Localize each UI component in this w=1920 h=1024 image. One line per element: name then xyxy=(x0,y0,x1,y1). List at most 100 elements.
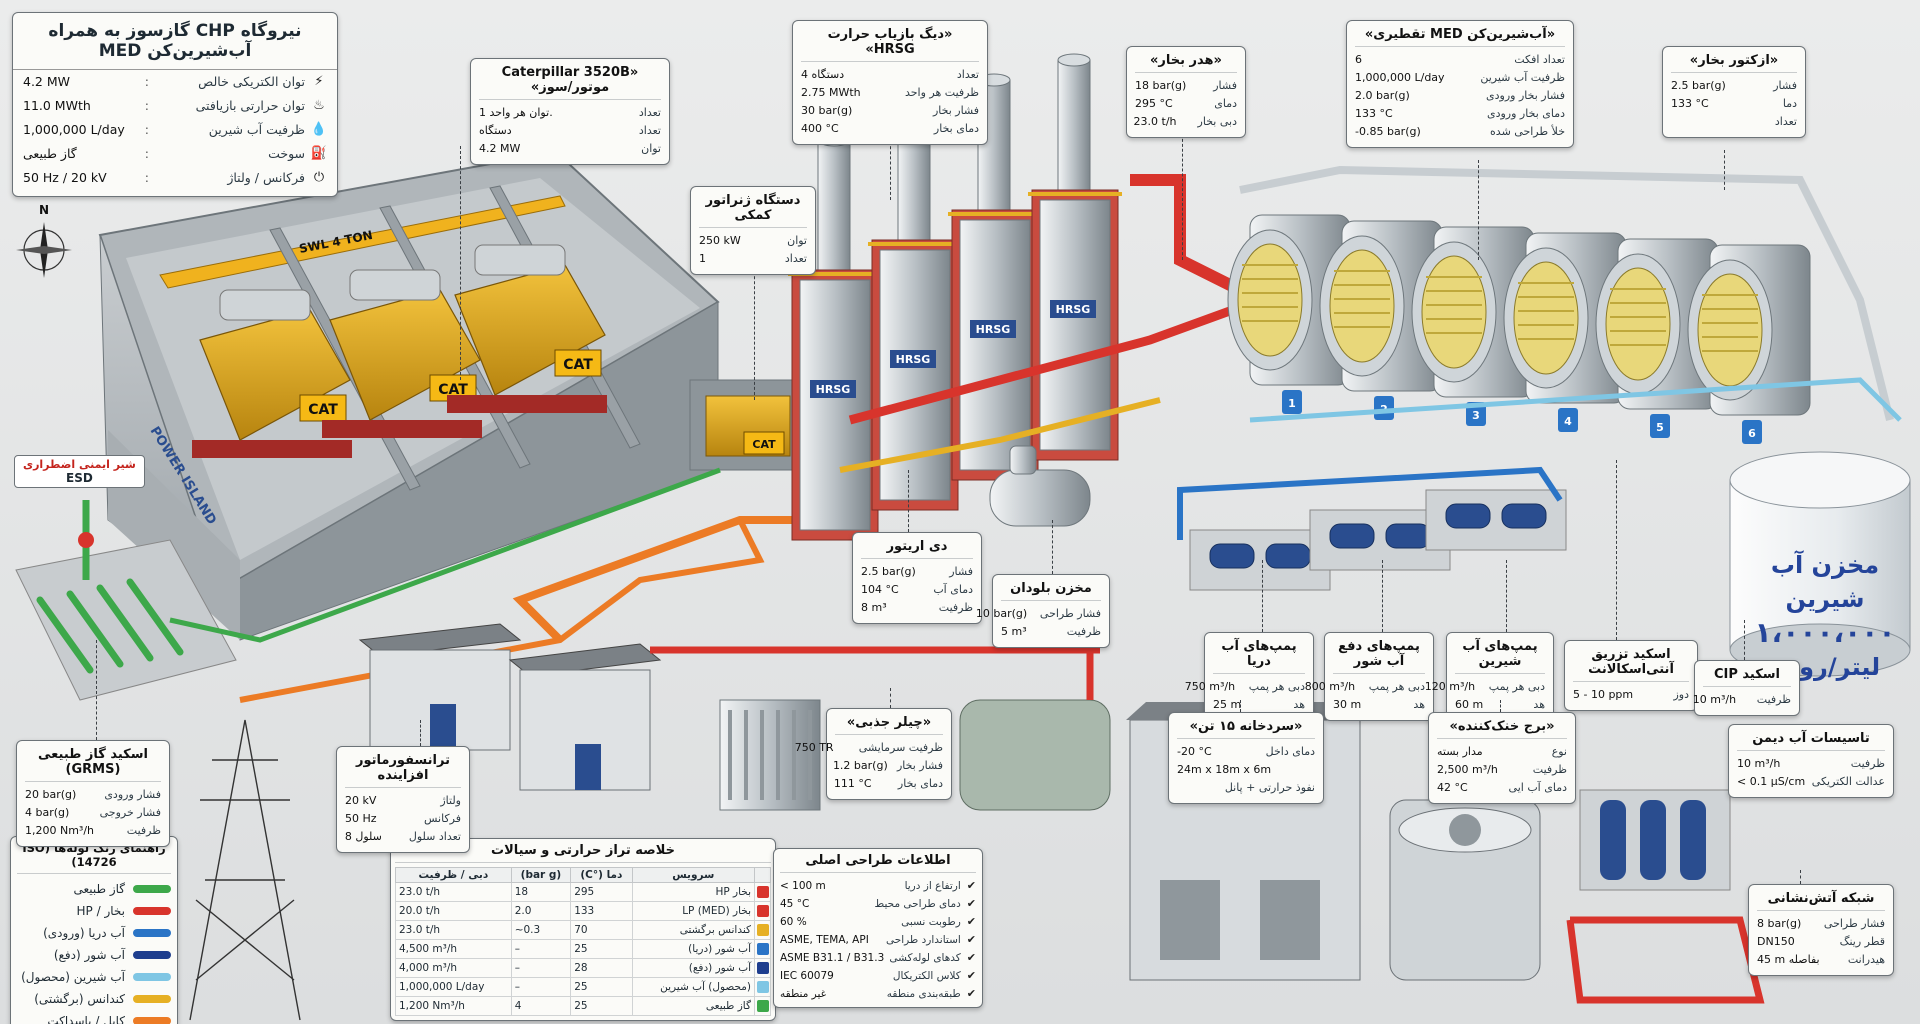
balance-swatch xyxy=(756,981,769,993)
tank-line-1: مخزن آب شیرین xyxy=(1770,551,1880,613)
spec-value: توان هر واحد 1. xyxy=(479,106,553,119)
balance-swatch-cell xyxy=(754,882,771,902)
balance-service: بخار HP xyxy=(631,882,756,902)
balance-row: آب شور (دفع)28–4,000 m³/h xyxy=(395,958,771,978)
design-title: اطلاعات طراحی اصلی xyxy=(780,853,976,873)
cat-badge: CAT xyxy=(563,357,593,373)
spec-label: فشار طراحی xyxy=(1823,917,1885,930)
leader-line xyxy=(908,470,909,532)
spec-label: ظرفیت xyxy=(126,824,161,837)
spec-row: فشار طراحی 8 bar(g) xyxy=(1757,915,1885,933)
spec-label: فشار xyxy=(1773,79,1797,92)
spec-row: دمای داخل-20 °C xyxy=(1177,743,1315,761)
spec-value: 8 bar(g) xyxy=(1757,917,1802,930)
balance-pressure: 2.0 xyxy=(510,901,572,921)
legend-item: کابل / باسداکت xyxy=(17,1010,171,1024)
spec-row: 24m x 18m x 6m xyxy=(1177,761,1315,779)
spec-value: 750 m³/h xyxy=(1184,680,1236,693)
summary-value: 1,000,000 L/day xyxy=(23,122,125,137)
colon: : xyxy=(144,170,149,185)
spec-value: 20 bar(g) xyxy=(25,788,77,801)
compass-icon: N xyxy=(16,203,72,278)
design-value: IEC 60079 xyxy=(780,970,834,982)
summary-label: ظرفیت آب شیرین xyxy=(208,122,305,137)
spec-label: فشار بخار ورودی xyxy=(1486,89,1565,102)
spec-value: 4 دستگاه xyxy=(801,68,845,81)
gas-engine: CAT xyxy=(322,269,482,438)
spec-value: 4 bar(g) xyxy=(25,806,70,819)
summary-rows: ⚡توان الکتریکی خالص:4.2 MW♨توان حرارتی ب… xyxy=(13,70,337,190)
balance-swatch xyxy=(756,886,769,898)
lightning-icon: ⚡ xyxy=(314,74,324,89)
balance-flow: 1,000,000 L/day xyxy=(395,977,512,997)
spec-label: ولتاژ xyxy=(440,794,461,807)
spec-value: 50 Hz xyxy=(345,812,377,825)
summary-label: فرکانس / ولتاژ xyxy=(227,170,305,185)
leader-line xyxy=(1182,134,1183,260)
pipe-color-legend: راهنمای رنگ لوله‌ها (ISO 14726) گاز طبیع… xyxy=(10,836,178,1024)
spec-value: 2.5 bar(g) xyxy=(861,565,916,578)
cooling-tower-title: «برج خنک‌کننده» xyxy=(1437,719,1567,739)
spec-value: 42 °C xyxy=(1437,781,1468,794)
steam-header-title: «هدر بخار» xyxy=(1135,53,1237,73)
sw-pumps-title: پمپ‌های آب دریا xyxy=(1213,639,1305,674)
spec-row: عدالت الکتریکی< 0.1 µS/cm xyxy=(1737,773,1885,791)
heat-balance-card: خلاصه تراز حرارتی و سیالات سرویس دما (°C… xyxy=(390,838,776,1021)
balance-swatch-cell xyxy=(754,996,771,1016)
balance-pressure: – xyxy=(510,977,572,997)
balance-flow: 4,000 m³/h xyxy=(395,958,512,978)
thermocomp-title: «ازکتور بخار» xyxy=(1671,53,1797,73)
balance-swatch xyxy=(756,943,769,955)
leader-line xyxy=(1262,560,1263,632)
legend-swatch xyxy=(133,885,171,893)
spec-row: ظرفیت 1,200 Nm³/h xyxy=(25,822,161,840)
spec-value: 750 TR xyxy=(794,741,834,754)
spec-value: 4.2 MW xyxy=(479,142,521,155)
fuel-icon: ⛽ xyxy=(310,146,327,161)
esd-code: ESD xyxy=(66,471,93,485)
legend-item: آب دریا (ورودی) xyxy=(17,922,171,944)
esd-title: شیر ایمنی اضطراری xyxy=(23,458,136,471)
spec-value: 30 bar(g) xyxy=(801,104,853,117)
spec-label: دمای داخل xyxy=(1265,745,1315,758)
compass-north: N xyxy=(39,203,49,217)
transformer-title: ترانسفورماتور افزاینده xyxy=(345,753,461,788)
summary-label: سوخت xyxy=(268,146,305,161)
design-value: ASME, TEMA, API xyxy=(780,934,869,946)
spec-value: 1,200 Nm³/h xyxy=(25,824,95,837)
summary-value: 4.2 MW xyxy=(23,74,70,89)
legend-swatch xyxy=(133,995,171,1003)
summary-row: ♨توان حرارتی بازیافتی:11.0 MWth xyxy=(13,94,337,118)
spec-label: تعداد xyxy=(638,106,661,119)
balance-service: آب شور (دفع) xyxy=(631,958,756,978)
spec-value: 2,500 m³/h xyxy=(1437,763,1498,776)
leader-line xyxy=(96,640,97,740)
switchgear-house xyxy=(508,643,662,791)
balance-flow: 20.0 t/h xyxy=(395,901,512,921)
hrsg-title: «دیگ بازیاب حرارت HRSG» xyxy=(801,27,979,62)
effect-number: 3 xyxy=(1472,409,1480,422)
balance-pressure: 4 xyxy=(510,996,572,1016)
spec-label: دمای بخار xyxy=(933,122,979,135)
spec-label: هد xyxy=(1533,698,1545,711)
